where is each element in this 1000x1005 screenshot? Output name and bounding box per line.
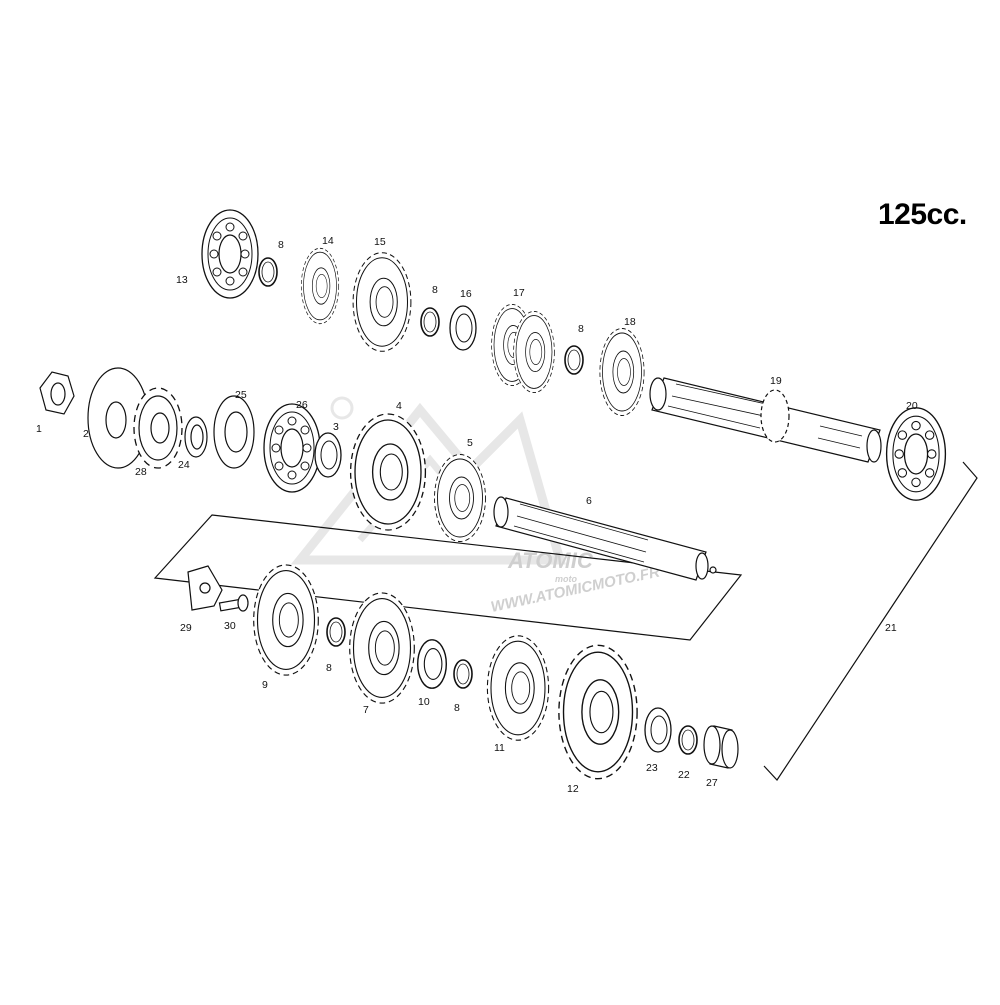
part-labels: 1 2 3 4 5 6 7 8 8 8 8 8 8 9 10 11 12 13 … xyxy=(36,235,918,795)
part-26-bearing xyxy=(263,403,321,493)
group-frame xyxy=(153,514,743,641)
label-8a: 8 xyxy=(278,239,284,251)
part-4-gear xyxy=(349,413,427,531)
label-27: 27 xyxy=(706,777,718,789)
part-9-gear xyxy=(253,564,319,676)
label-10: 10 xyxy=(418,696,430,708)
page-title: 125cc. xyxy=(878,198,967,231)
label-7: 7 xyxy=(363,704,369,716)
part-1-nut xyxy=(39,371,75,415)
label-6: 6 xyxy=(586,495,592,507)
part-13-bearing xyxy=(201,209,259,299)
part-25-seal xyxy=(213,395,255,469)
label-24: 24 xyxy=(178,459,190,471)
label-8e: 8 xyxy=(454,702,460,714)
label-30: 30 xyxy=(224,620,236,632)
label-23: 23 xyxy=(646,762,658,774)
label-19: 19 xyxy=(770,375,782,387)
label-25: 25 xyxy=(235,389,247,401)
bracket-21 xyxy=(763,461,978,781)
part-8-clip-a xyxy=(258,257,278,287)
label-16: 16 xyxy=(460,288,472,300)
label-4: 4 xyxy=(396,400,402,412)
label-20: 20 xyxy=(906,400,918,412)
part-17-gear-b xyxy=(513,310,555,394)
label-22: 22 xyxy=(678,769,690,781)
label-17: 17 xyxy=(513,287,525,299)
watermark-logo xyxy=(290,396,566,565)
part-19-shaft xyxy=(649,377,882,463)
label-2: 2 xyxy=(83,428,89,440)
part-10-washer xyxy=(416,639,448,689)
label-1: 1 xyxy=(36,423,42,435)
part-5-gear xyxy=(434,454,486,542)
label-8d: 8 xyxy=(326,662,332,674)
part-8-clip-e xyxy=(453,659,473,689)
label-14: 14 xyxy=(322,235,334,247)
label-12: 12 xyxy=(567,783,579,795)
label-11: 11 xyxy=(494,742,505,754)
part-7-gear xyxy=(349,592,415,704)
label-21: 21 xyxy=(885,622,897,634)
label-26: 26 xyxy=(296,399,308,411)
label-18: 18 xyxy=(624,316,636,328)
part-12-gear xyxy=(558,644,638,780)
label-13: 13 xyxy=(176,274,188,286)
part-29-plate xyxy=(187,565,223,611)
part-15-gear xyxy=(352,252,412,352)
label-5: 5 xyxy=(467,437,473,449)
part-18-gear xyxy=(599,328,645,416)
part-16-washer xyxy=(449,305,477,351)
watermark-sub: moto xyxy=(555,574,577,584)
part-8-clip-c xyxy=(564,345,584,375)
part-6-shaft xyxy=(493,496,717,581)
part-8-clip-b xyxy=(420,307,440,337)
label-29: 29 xyxy=(180,622,192,634)
label-8b: 8 xyxy=(432,284,438,296)
label-15: 15 xyxy=(374,236,386,248)
part-30-bolt xyxy=(218,594,249,612)
label-28: 28 xyxy=(135,466,147,478)
part-11-gear xyxy=(486,635,550,741)
part-23-washer xyxy=(644,707,672,753)
label-3: 3 xyxy=(333,421,339,433)
part-22-clip xyxy=(678,725,698,755)
part-28-sprocket xyxy=(133,387,183,469)
part-27-needle-bearing xyxy=(703,725,739,769)
label-8c: 8 xyxy=(578,323,584,335)
part-14-gear xyxy=(300,247,340,325)
part-24-spacer xyxy=(184,416,208,458)
part-2-plate xyxy=(87,367,149,469)
part-8-clip-d xyxy=(326,617,346,647)
part-3-washer xyxy=(314,432,342,478)
watermark-brand: ATOMIC xyxy=(507,548,594,573)
label-9: 9 xyxy=(262,679,268,691)
part-20-bearing xyxy=(885,407,947,501)
